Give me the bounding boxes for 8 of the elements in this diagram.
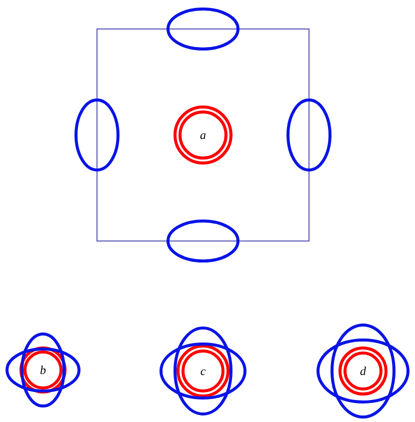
circle-label: a	[200, 129, 206, 141]
ring-circle	[338, 346, 388, 396]
circle-label: b	[40, 364, 46, 376]
ring-circle	[173, 105, 233, 165]
ring-circle	[176, 344, 230, 398]
ring-circle	[19, 346, 67, 394]
circle-label: d	[360, 365, 366, 377]
circle-label: c	[200, 365, 206, 377]
